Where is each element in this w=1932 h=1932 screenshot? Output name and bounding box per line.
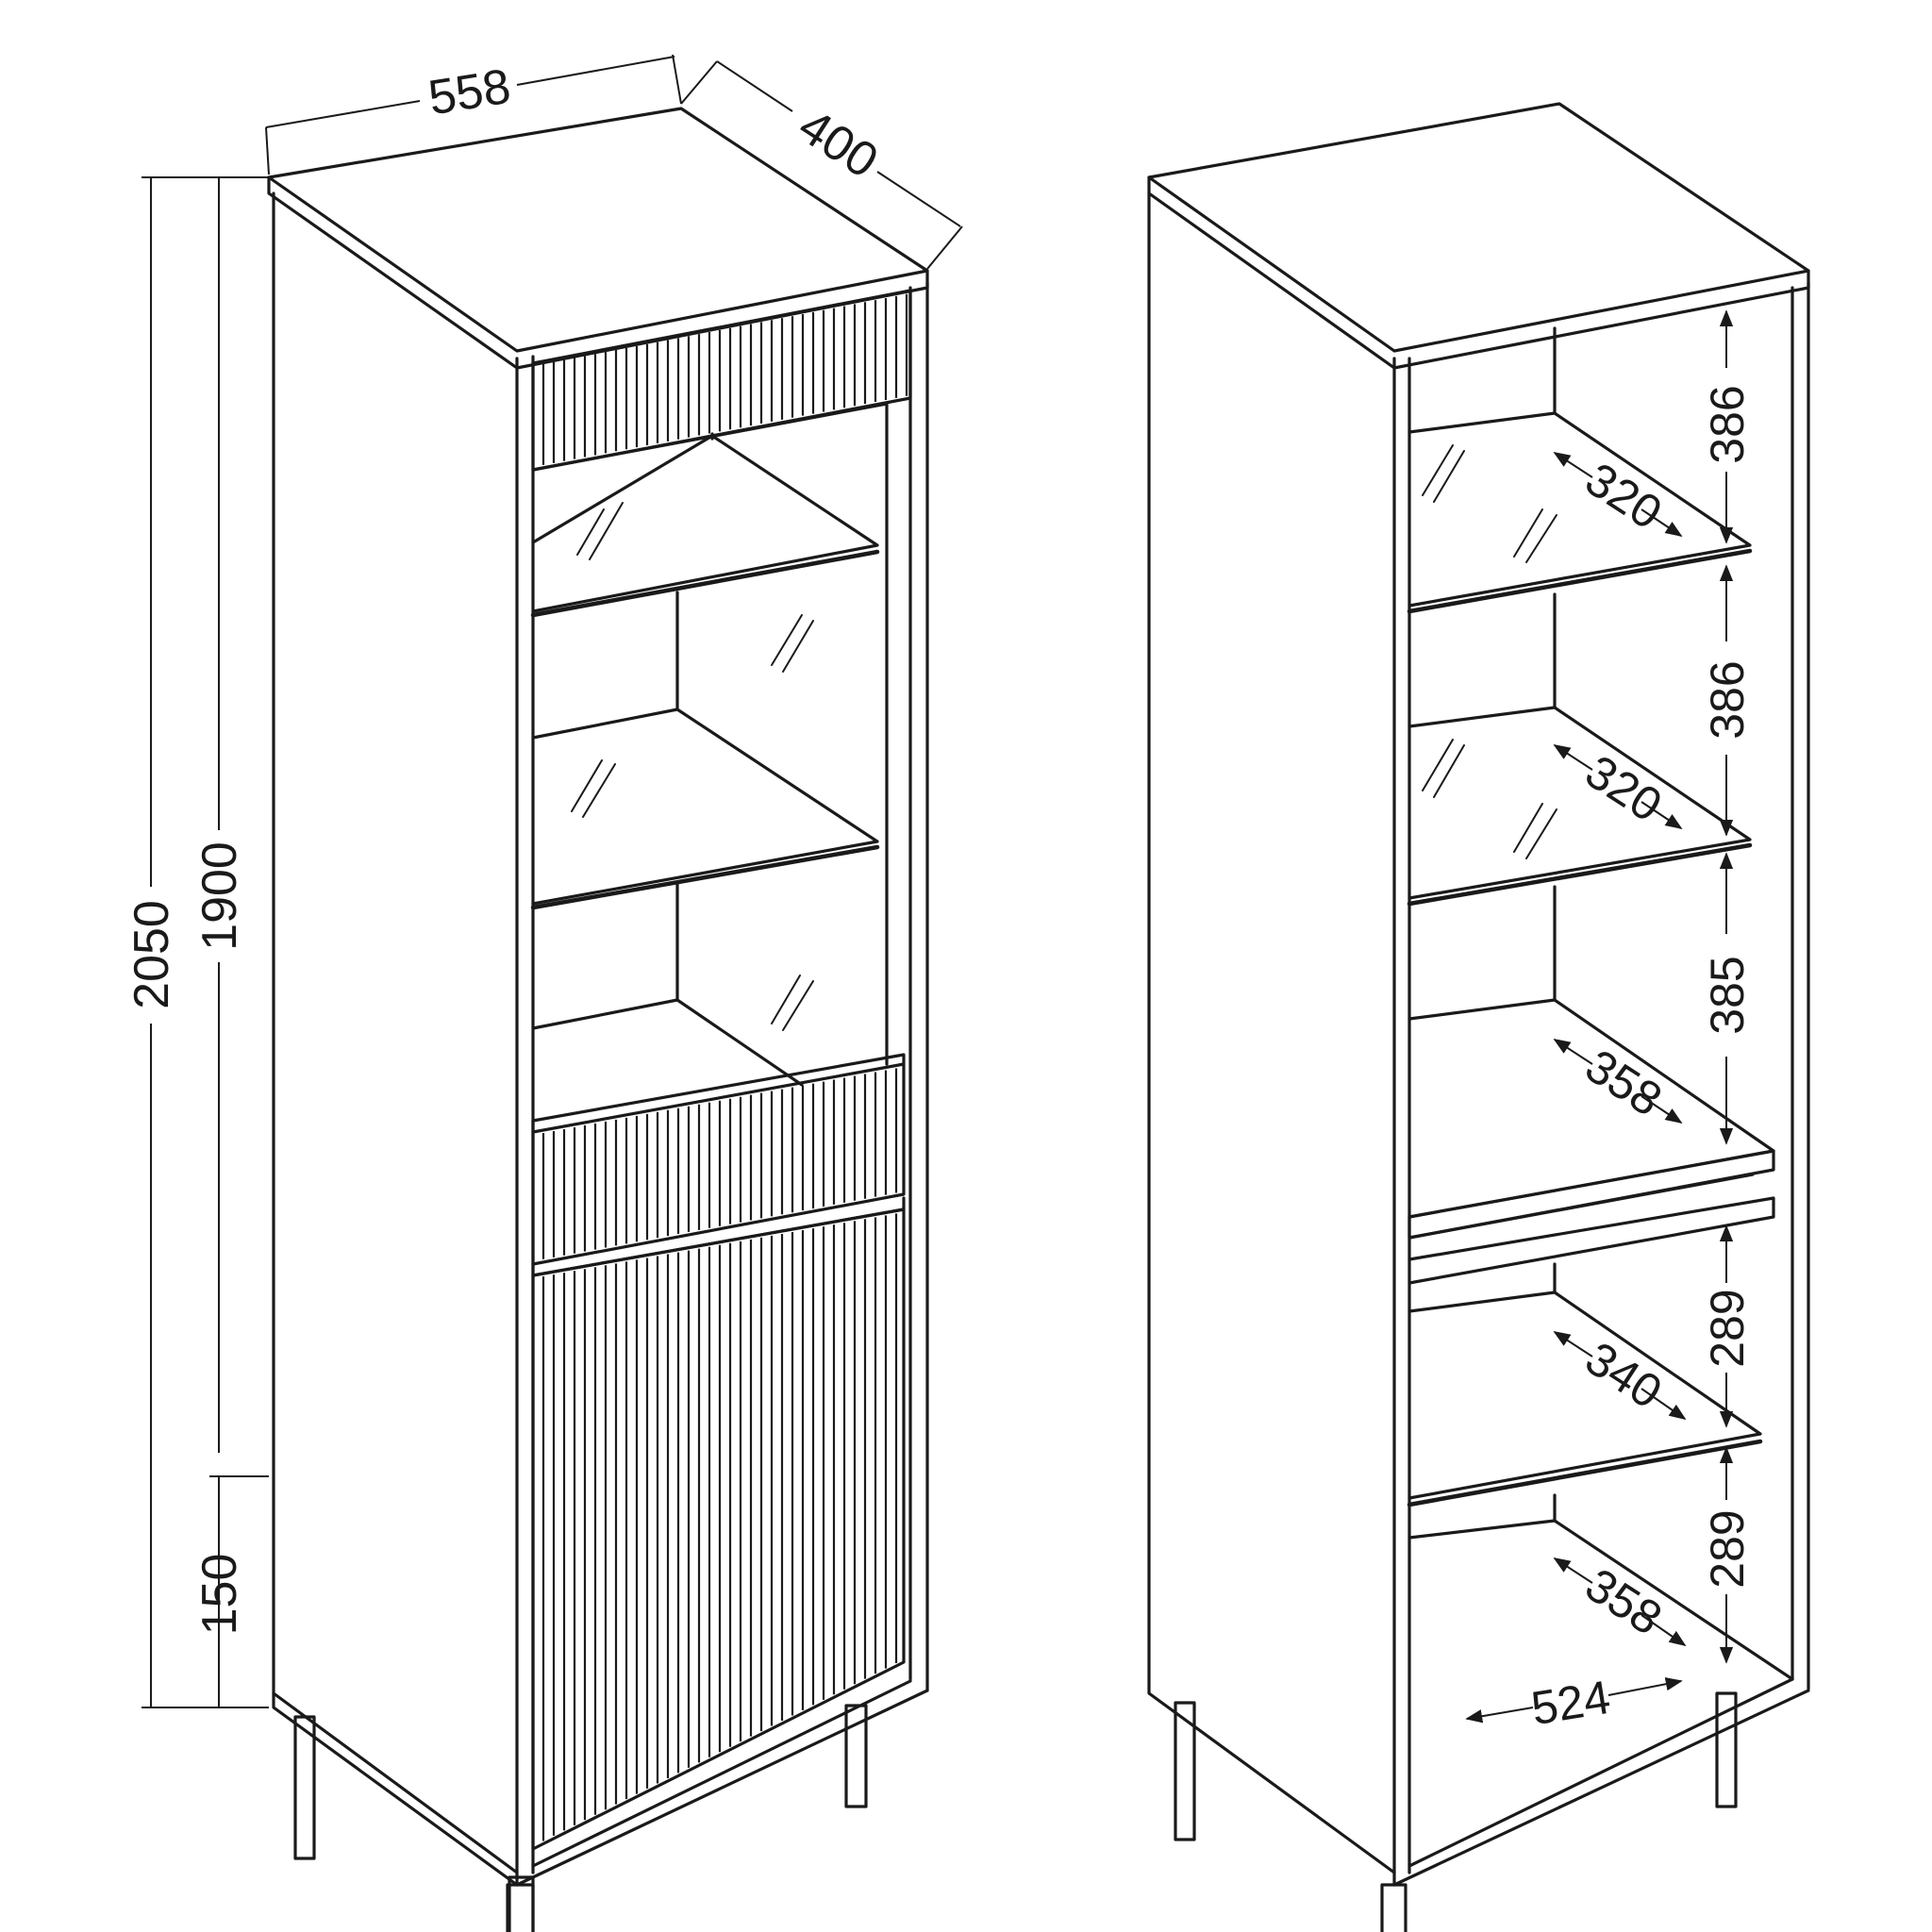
right-top-panel bbox=[1147, 102, 1810, 353]
left-lower-fluted-door bbox=[531, 1196, 906, 1851]
right-cabinet bbox=[1147, 102, 1810, 1932]
shelf-depth-5: 358 bbox=[1576, 1558, 1671, 1645]
shelf-depth-4: 340 bbox=[1576, 1332, 1671, 1419]
compartment-height-4: 289 bbox=[1701, 1289, 1754, 1367]
width-label: 558 bbox=[425, 59, 514, 126]
total-height-label: 2050 bbox=[125, 900, 179, 1009]
leg-height-label: 150 bbox=[192, 1554, 247, 1636]
compartment-height-2: 386 bbox=[1701, 660, 1754, 739]
right-dimensions: 386 386 385 289 289 320 320 358 340 358 … bbox=[1465, 309, 1754, 1735]
compartment-height-5: 289 bbox=[1701, 1509, 1754, 1588]
depth-label: 400 bbox=[789, 99, 887, 190]
compartment-height-1: 386 bbox=[1701, 385, 1754, 463]
left-cabinet bbox=[267, 107, 929, 1932]
compartment-height-3: 385 bbox=[1701, 956, 1754, 1034]
left-glass-section bbox=[530, 402, 889, 1087]
shelf-depth-3: 358 bbox=[1576, 1040, 1671, 1126]
left-middle-fluted-drawer bbox=[531, 1053, 906, 1266]
inner-width-label: 524 bbox=[1527, 1671, 1613, 1735]
left-legs bbox=[293, 1704, 868, 1932]
body-height-label: 1900 bbox=[192, 841, 247, 951]
shelf-depth-2: 320 bbox=[1576, 745, 1671, 832]
left-side-panel bbox=[272, 192, 519, 1887]
glass-mark-icon bbox=[571, 502, 814, 1031]
glass-mark-icon bbox=[1422, 444, 1557, 859]
left-dimensions: 558 400 2050 1900 150 bbox=[125, 54, 963, 1708]
shelf-depth-1: 320 bbox=[1576, 453, 1671, 540]
left-top-fluted-panel bbox=[531, 289, 912, 472]
